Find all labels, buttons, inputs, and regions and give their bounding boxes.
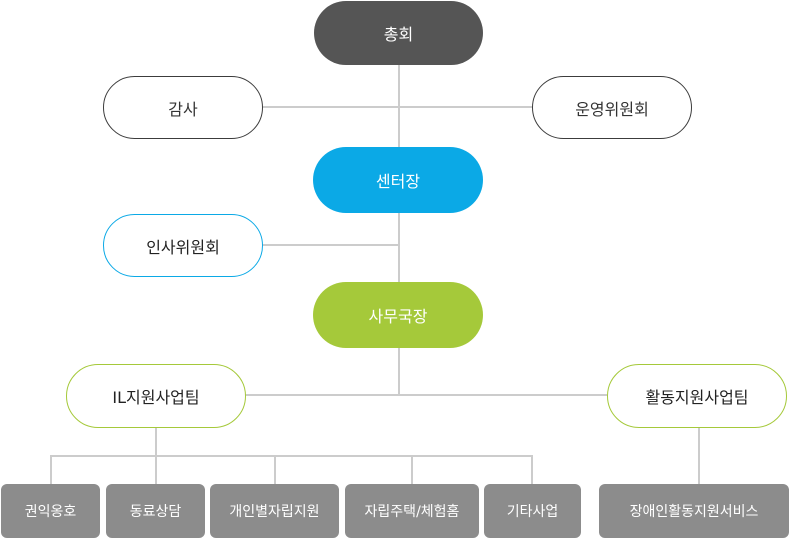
il-unit-other-projects: 기타사업 [484, 484, 581, 538]
general-assembly-label: 총회 [383, 25, 414, 44]
il-support-team-label: IL지원사업팀 [112, 388, 200, 407]
il-unit-individual-support: 개인별자립지원 [210, 484, 339, 538]
il-unit-advocacy: 권익옹호 [1, 484, 100, 538]
il-unit-label: 자립주택/체험홈 [364, 504, 460, 520]
steering-committee-node: 운영위원회 [532, 76, 692, 139]
audit-node: 감사 [103, 76, 263, 139]
activity-unit-label: 장애인활동지원서비스 [629, 504, 759, 520]
audit-label: 감사 [168, 99, 198, 119]
secretary-general-node: 사무국장 [313, 282, 483, 348]
steering-committee-label: 운영위원회 [575, 99, 649, 119]
il-unit-label: 개인별자립지원 [229, 504, 320, 520]
personnel-committee-label: 인사위원회 [146, 237, 220, 257]
personnel-committee-node: 인사위원회 [103, 214, 263, 277]
activity-unit-assistance-service: 장애인활동지원서비스 [599, 484, 789, 538]
center-director-label: 센터장 [375, 172, 421, 191]
il-unit-label: 동료상담 [129, 504, 182, 520]
il-unit-housing: 자립주택/체험홈 [345, 484, 479, 538]
activity-support-team-node: 활동지원사업팀 [607, 364, 787, 428]
center-director-node: 센터장 [313, 147, 483, 213]
il-support-team-node: IL지원사업팀 [66, 364, 246, 428]
activity-support-team-label: 활동지원사업팀 [645, 388, 749, 407]
il-unit-peer-counseling: 동료상담 [106, 484, 205, 538]
general-assembly-node: 총회 [314, 1, 483, 65]
secretary-general-label: 사무국장 [368, 307, 428, 326]
il-unit-label: 권익옹호 [24, 504, 77, 520]
il-unit-label: 기타사업 [506, 504, 559, 520]
